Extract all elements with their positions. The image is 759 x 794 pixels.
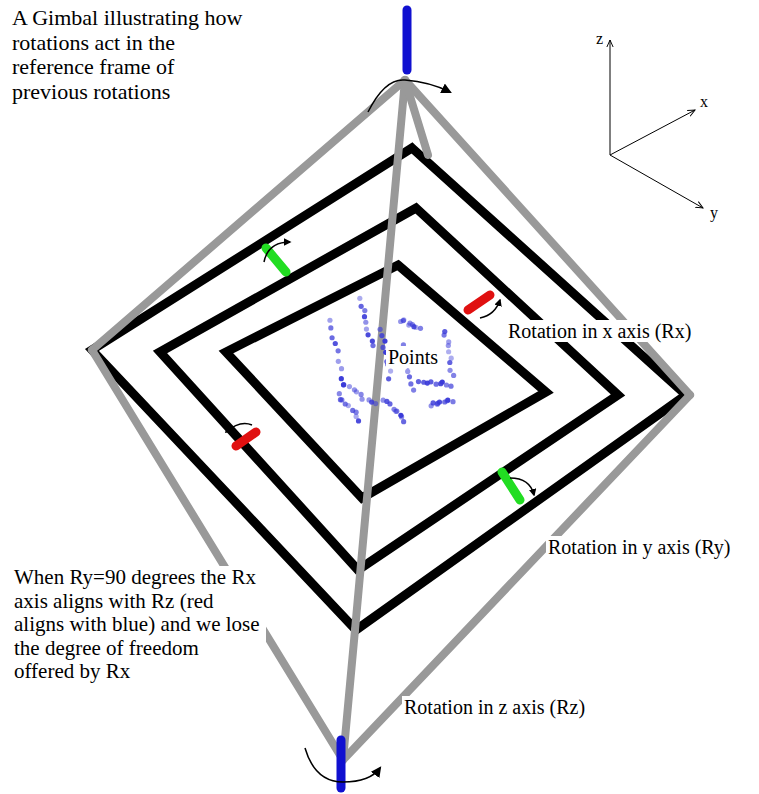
point [341,382,346,387]
point [333,341,338,346]
point [377,327,382,332]
point [405,369,410,374]
point [401,317,406,322]
point [356,418,361,423]
point [370,338,375,343]
point [428,379,433,384]
point [328,325,333,330]
point [380,345,385,350]
axis-label: x [698,93,710,111]
point [346,403,351,408]
point [411,388,416,393]
point [339,366,344,371]
z-axis-rods [341,10,407,788]
point [448,384,453,389]
point-cloud [327,296,456,425]
point [379,333,384,338]
point [393,409,398,414]
point [327,318,332,323]
axis-triad [610,40,703,208]
point [339,397,344,402]
axis-label: z [594,30,605,48]
gimbal-lock-note: When Ry=90 degrees the Rx axis aligns wi… [12,566,266,684]
point [387,401,392,406]
point [450,399,455,404]
point [444,398,449,403]
point [451,373,456,378]
point [373,401,378,406]
point [401,419,406,424]
point [382,338,387,343]
points-label: Points [386,346,440,368]
point [399,414,404,419]
point [434,382,439,387]
point [413,325,418,330]
point [362,314,367,319]
point [336,359,341,364]
point [336,348,341,353]
point [416,379,421,384]
point [370,343,375,348]
point [359,397,364,402]
point [437,399,442,404]
point [329,335,334,340]
rotation-arrows [226,80,534,782]
point [363,320,368,325]
rotation-label: Rotation in x axis (Rx) [506,320,693,342]
point [337,391,342,396]
point [364,326,369,331]
point [447,368,452,373]
point [347,384,352,389]
point [446,349,451,354]
point [354,414,359,419]
point [359,304,364,309]
point [440,379,445,384]
point [386,376,391,381]
point [354,389,359,394]
point [388,368,393,373]
point [407,374,412,379]
point [357,296,362,301]
rotation-label: Rotation in z axis (Rz) [402,696,587,718]
point [444,382,449,387]
point [358,392,363,397]
point [418,326,423,331]
point [447,360,452,365]
point [341,382,346,387]
figure-note: A Gimbal illustrating how rotations act … [10,6,246,105]
point [394,409,399,414]
y-axis-rods [266,248,520,500]
rotation-label: Rotation in y axis (Ry) [546,536,740,558]
point [362,308,367,313]
point [401,318,406,323]
point [408,381,413,386]
point [441,333,446,338]
point [446,343,451,348]
axis-label: y [708,204,720,222]
x-axis-rods [236,295,490,446]
point [365,332,370,337]
point [339,376,344,381]
point [445,398,450,403]
